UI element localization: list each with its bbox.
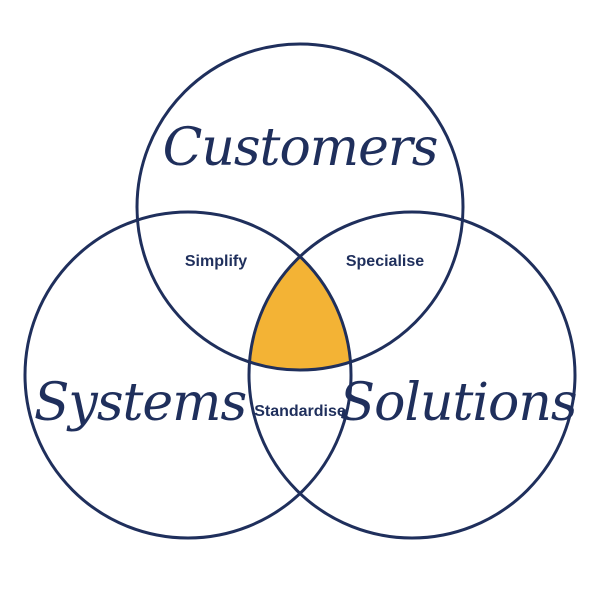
set-label-solutions: Solutions [339,373,576,433]
set-label-systems: Systems [34,373,246,433]
set-label-customers: Customers [163,118,438,178]
circle-solutions [247,210,577,540]
region-label-simplify: Simplify [185,253,247,270]
region-label-specialise: Specialise [346,253,424,270]
circle-systems [23,210,353,540]
circle-customers [135,42,465,372]
region-label-standardise: Standardise [254,403,346,420]
